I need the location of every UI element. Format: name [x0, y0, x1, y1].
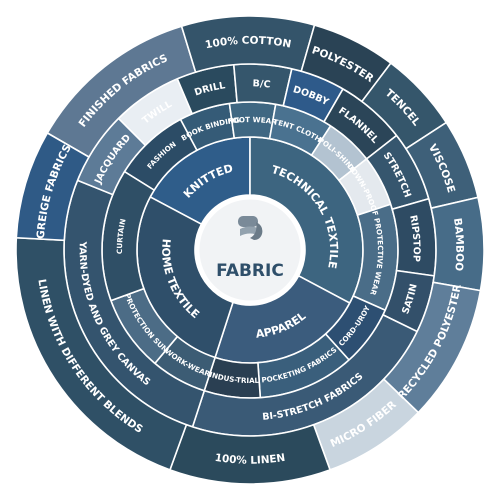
outer-label-bamboo: BAMBOO [451, 217, 465, 271]
third-label-b-c: B/C [252, 78, 271, 90]
outer-label-100-linen: 100% LINEN [214, 452, 286, 467]
center-hub-circle [196, 196, 304, 304]
center-hub: FABRIC [196, 196, 304, 304]
fabric-roll-logo-icon [238, 216, 263, 240]
middle-label-foot-wear: FOOT WEAR [227, 115, 278, 127]
outer-label-100-cotton: 100% COTTON [204, 35, 292, 52]
third-label-ripstop: RIPSTOP [407, 214, 422, 262]
center-label: FABRIC [216, 261, 284, 281]
outer-segment-greige-fabrics [15, 131, 91, 242]
